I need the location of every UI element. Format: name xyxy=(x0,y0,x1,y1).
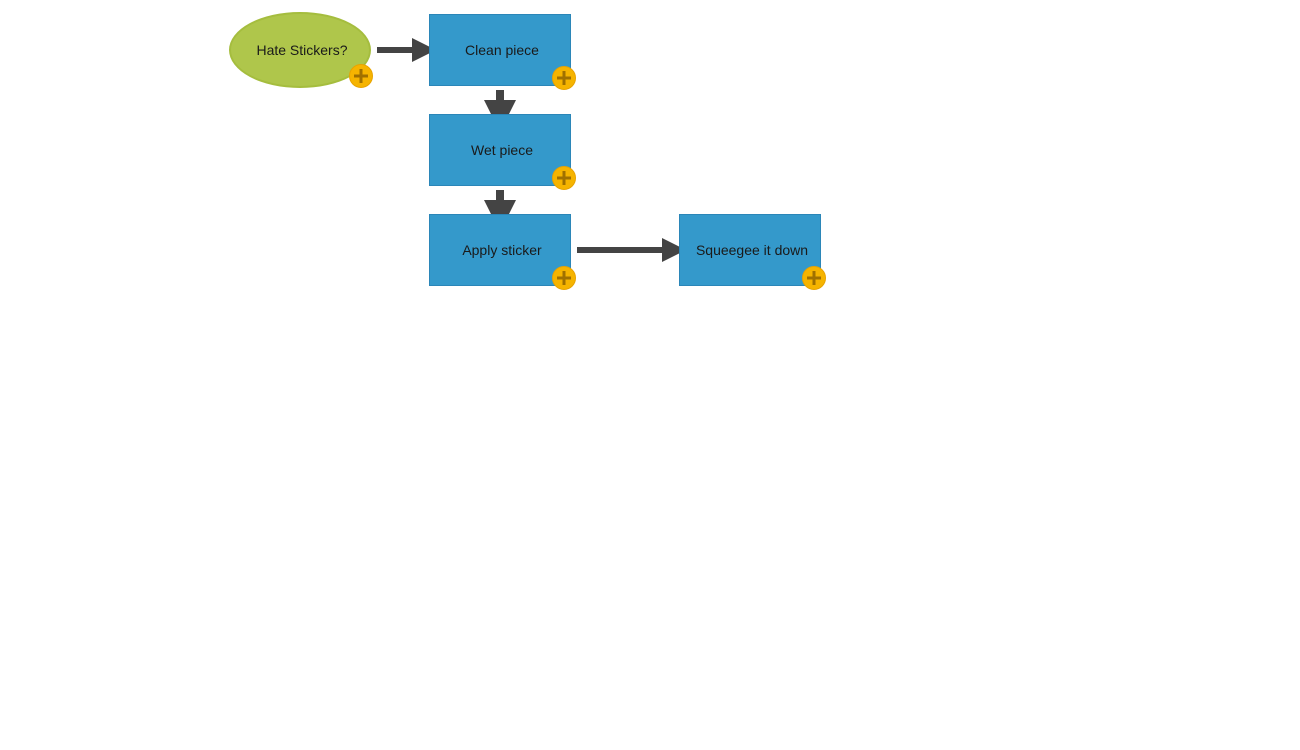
node-apply-sticker[interactable]: Apply sticker xyxy=(429,214,571,286)
node-label: Hate Stickers? xyxy=(256,42,348,58)
add-node-button[interactable] xyxy=(552,166,576,190)
node-hate-stickers[interactable]: Hate Stickers? xyxy=(229,12,371,88)
node-squeegee-it-down[interactable]: Squeegee it down xyxy=(679,214,821,286)
add-node-button[interactable] xyxy=(802,266,826,290)
node-wet-piece[interactable]: Wet piece xyxy=(429,114,571,186)
add-node-button[interactable] xyxy=(349,64,373,88)
node-label: Clean piece xyxy=(465,42,539,58)
add-node-button[interactable] xyxy=(552,266,576,290)
node-label: Squeegee it down xyxy=(695,242,809,258)
add-node-button[interactable] xyxy=(552,66,576,90)
node-label: Wet piece xyxy=(471,142,533,158)
node-clean-piece[interactable]: Clean piece xyxy=(429,14,571,86)
node-label: Apply sticker xyxy=(462,242,542,258)
